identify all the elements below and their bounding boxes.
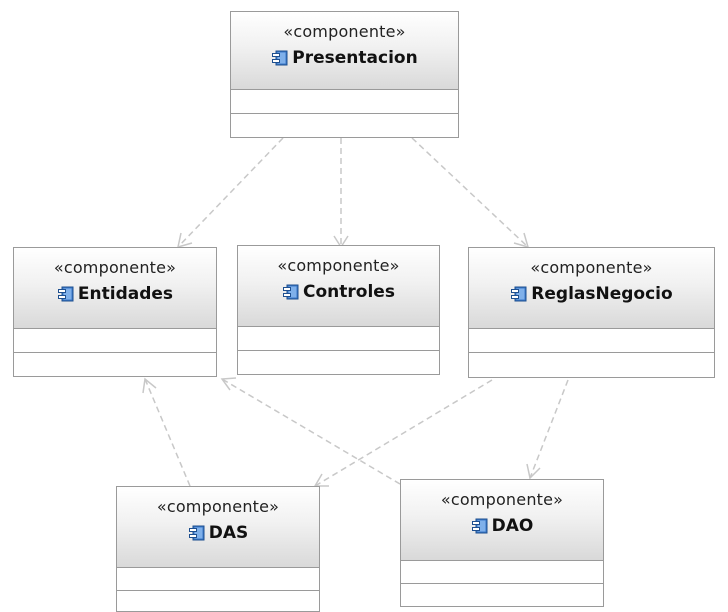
operations-compartment bbox=[14, 353, 216, 376]
component-name: ReglasNegocio bbox=[531, 284, 673, 304]
component-das[interactable]: «componente» DAS bbox=[116, 486, 320, 612]
attributes-compartment bbox=[231, 90, 458, 114]
stereotype-label: «componente» bbox=[53, 258, 177, 277]
component-icon bbox=[272, 50, 288, 66]
component-name-row: Entidades bbox=[14, 284, 216, 304]
component-name-row: DAO bbox=[401, 516, 603, 536]
component-header: «componente» Controles bbox=[238, 246, 439, 327]
operations-compartment bbox=[401, 584, 603, 606]
component-name-row: ReglasNegocio bbox=[469, 284, 714, 304]
component-icon bbox=[188, 525, 205, 541]
stereotype-label: «componente» bbox=[440, 490, 564, 509]
component-icon bbox=[57, 286, 74, 302]
component-reglasnegocio[interactable]: «componente» ReglasNegocio bbox=[468, 247, 715, 378]
dependency-presentacion-controles bbox=[333, 138, 349, 249]
stereotype-label: «componente» bbox=[283, 22, 406, 41]
component-name-row: Presentacion bbox=[231, 48, 458, 68]
dependency-dao-entidades bbox=[220, 377, 401, 485]
component-icon bbox=[511, 286, 527, 302]
component-header: «componente» DAS bbox=[117, 487, 319, 568]
dependency-reglasnegocio-das bbox=[313, 379, 493, 487]
component-entidades[interactable]: «componente» Entidades bbox=[13, 247, 217, 377]
attributes-compartment bbox=[469, 329, 714, 353]
component-presentacion[interactable]: «componente» Presentacion bbox=[230, 11, 459, 138]
dependency-presentacion-reglasnegocio bbox=[411, 137, 530, 249]
operations-compartment bbox=[469, 353, 714, 377]
stereotype-label: «componente» bbox=[530, 258, 653, 277]
component-icon bbox=[283, 284, 299, 300]
component-name-row: Controles bbox=[238, 282, 439, 302]
component-header: «componente» ReglasNegocio bbox=[469, 248, 714, 329]
dependency-das-entidades bbox=[142, 377, 191, 487]
operations-compartment bbox=[117, 591, 319, 611]
component-name: Presentacion bbox=[292, 48, 418, 68]
attributes-compartment bbox=[117, 568, 319, 591]
component-header: «componente» Entidades bbox=[14, 248, 216, 329]
component-name: DAO bbox=[491, 516, 534, 536]
dependency-presentacion-entidades bbox=[177, 137, 284, 249]
component-name: Controles bbox=[303, 282, 395, 302]
dependency-reglasnegocio-dao bbox=[526, 379, 569, 480]
stereotype-label: «componente» bbox=[277, 256, 400, 275]
attributes-compartment bbox=[14, 329, 216, 353]
attributes-compartment bbox=[238, 327, 439, 351]
component-name: Entidades bbox=[77, 284, 174, 304]
stereotype-label: «componente» bbox=[156, 497, 280, 516]
component-name-row: DAS bbox=[117, 523, 319, 543]
component-name: DAS bbox=[208, 523, 249, 543]
component-controles[interactable]: «componente» Controles bbox=[237, 245, 440, 375]
operations-compartment bbox=[238, 351, 439, 374]
component-icon bbox=[471, 518, 488, 534]
component-header: «componente» DAO bbox=[401, 480, 603, 561]
component-dao[interactable]: «componente» DAO bbox=[400, 479, 604, 607]
component-header: «componente» Presentacion bbox=[231, 12, 458, 90]
operations-compartment bbox=[231, 114, 458, 137]
attributes-compartment bbox=[401, 561, 603, 584]
